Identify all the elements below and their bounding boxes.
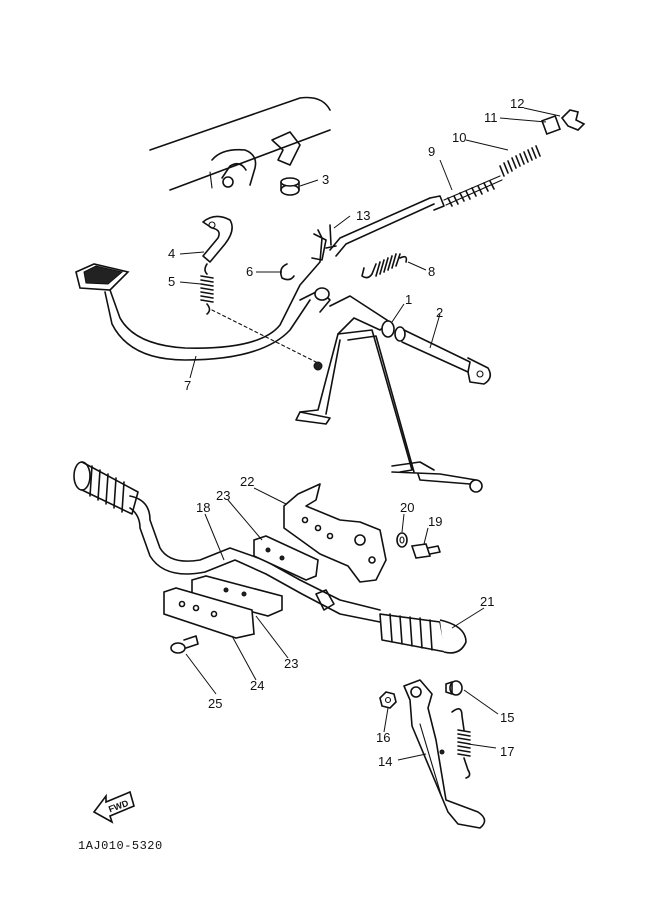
part-11-joint — [541, 115, 561, 135]
part-23-upper-block — [253, 535, 319, 581]
callout-4: 4 — [168, 246, 175, 261]
part-15-bolt — [445, 680, 463, 696]
part-24-plate — [163, 587, 255, 639]
part-22-bracket — [283, 483, 387, 583]
callout-18: 18 — [196, 500, 210, 515]
part-19-bolt — [410, 543, 441, 559]
callout-23-upper: 23 — [216, 488, 230, 503]
callout-21: 21 — [480, 594, 494, 609]
callout-12: 12 — [510, 96, 524, 111]
part-2-shaft — [394, 326, 492, 385]
part-13-pin — [325, 224, 337, 249]
part-5-spring — [200, 263, 214, 315]
part-4-bracket — [202, 215, 233, 263]
callout-1: 1 — [405, 292, 412, 307]
diagram-code: 1AJ010-5320 — [78, 839, 163, 853]
part-8-spring — [361, 253, 408, 279]
callout-15: 15 — [500, 710, 514, 725]
callout-6: 6 — [246, 264, 253, 279]
part-10-spring — [499, 145, 541, 177]
callout-16: 16 — [376, 730, 390, 745]
part-14-side-stand — [403, 679, 486, 829]
part-17-spring — [451, 708, 471, 779]
left-footrest-grip — [73, 461, 139, 515]
callout-23-lower: 23 — [284, 656, 298, 671]
part-6-circlip — [280, 263, 295, 281]
part-25-bolt — [170, 635, 199, 654]
callout-8: 8 — [428, 264, 435, 279]
callout-7: 7 — [184, 378, 191, 393]
callout-14: 14 — [378, 754, 392, 769]
part-7-brake-pedal — [75, 229, 331, 361]
part-9-rod — [329, 175, 503, 257]
part-12-wing-nut — [560, 109, 586, 131]
callout-19: 19 — [428, 514, 442, 529]
callout-17: 17 — [500, 744, 514, 759]
part-20-washer — [396, 532, 408, 548]
callout-25: 25 — [208, 696, 222, 711]
part-16-nut — [379, 691, 397, 709]
part-1-bushing — [381, 320, 395, 338]
callout-22: 22 — [240, 474, 254, 489]
callout-2: 2 — [436, 305, 443, 320]
leader-lines — [179, 107, 561, 761]
callout-13: 13 — [356, 208, 370, 223]
frame-tube — [149, 96, 331, 191]
callout-5: 5 — [168, 274, 175, 289]
callout-10: 10 — [452, 130, 466, 145]
part-18-footrest-bar — [129, 495, 381, 623]
callout-24: 24 — [250, 678, 264, 693]
callout-11: 11 — [484, 110, 498, 125]
callout-3: 3 — [322, 172, 329, 187]
part-21-right-grip — [379, 613, 467, 654]
callout-numbers: 1 2 3 4 5 6 7 8 9 10 11 12 13 14 15 16 1… — [168, 96, 524, 769]
callout-20: 20 — [400, 500, 414, 515]
part-3-nut — [280, 177, 300, 196]
callout-9: 9 — [428, 144, 435, 159]
fwd-arrow-icon: FWD — [92, 790, 135, 824]
main-stand — [295, 295, 483, 493]
